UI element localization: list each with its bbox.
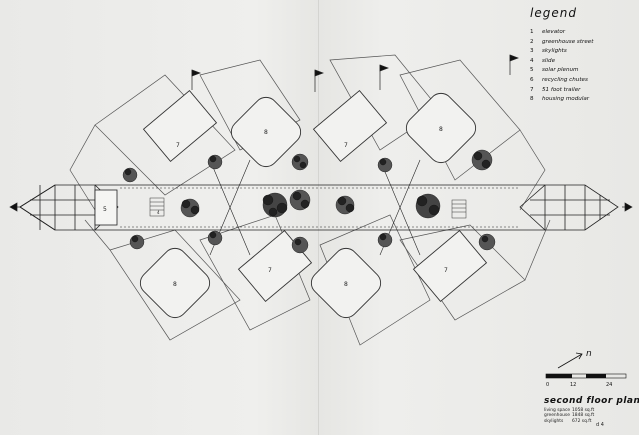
modular-8-mid-bottom bbox=[310, 247, 382, 319]
label-modular-8-a: 8 bbox=[264, 129, 268, 136]
modular-8-left-bottom bbox=[139, 247, 211, 319]
tree-cluster-11 bbox=[207, 230, 223, 246]
label-modular-8-b: 8 bbox=[439, 126, 443, 133]
modular-8-left-top bbox=[230, 96, 302, 168]
tree-cluster-5 bbox=[415, 193, 441, 219]
trees bbox=[122, 149, 496, 254]
scale-label-12: 12 bbox=[570, 382, 576, 388]
scale-label-0: 0 bbox=[546, 382, 549, 388]
modular-8-right-top bbox=[405, 92, 477, 164]
label-trailer-7-d: 7 bbox=[444, 267, 448, 274]
north-label: n bbox=[586, 349, 592, 359]
label-trailer-7-c: 7 bbox=[268, 267, 272, 274]
tree-cluster-9 bbox=[122, 167, 138, 183]
greenhouse-street bbox=[95, 184, 545, 231]
solar-plenum bbox=[94, 189, 118, 226]
title-block: n 0 12 24 second floor plan living space… bbox=[540, 344, 639, 430]
flag-markers bbox=[9, 54, 633, 212]
label-slide-4: 4 bbox=[157, 210, 160, 215]
label-trailer-7-a: 7 bbox=[176, 142, 180, 149]
label-modular-8-c: 8 bbox=[173, 281, 177, 288]
tree-cluster-10 bbox=[129, 234, 145, 250]
scale-label-24: 24 bbox=[606, 382, 612, 388]
plan-title: second floor plan bbox=[544, 396, 639, 406]
tree-cluster-4 bbox=[335, 195, 355, 215]
north-scale-graphic: n 0 12 24 bbox=[545, 349, 627, 388]
tree-cluster-2 bbox=[262, 192, 288, 218]
tree-cluster-14 bbox=[478, 233, 496, 251]
scale-bar bbox=[545, 373, 627, 379]
tree-cluster-3 bbox=[289, 189, 311, 211]
tree-cluster-6 bbox=[471, 149, 493, 171]
tree-cluster-7 bbox=[291, 153, 309, 171]
tree-cluster-8 bbox=[207, 154, 223, 170]
north-arrow-icon bbox=[557, 352, 583, 369]
sheet-number: d 4 bbox=[596, 422, 604, 428]
tree-cluster-1 bbox=[180, 198, 200, 218]
sheet-fold bbox=[318, 0, 320, 435]
label-solar-plenum-5: 5 bbox=[103, 206, 107, 213]
label-trailer-7-b: 7 bbox=[344, 142, 348, 149]
tree-cluster-12 bbox=[291, 236, 309, 254]
trailer-7-left-top bbox=[142, 89, 218, 163]
skylight-grid-right bbox=[519, 184, 619, 231]
legend-title: legend bbox=[530, 6, 577, 20]
tree-cluster-15 bbox=[377, 157, 393, 173]
label-modular-8-d: 8 bbox=[344, 281, 348, 288]
slide-stairs bbox=[149, 197, 467, 219]
outline-left-top bbox=[94, 59, 301, 196]
trailer-7-right-bottom bbox=[412, 229, 488, 303]
trailer-7-mid-top bbox=[312, 89, 388, 163]
tree-cluster-13 bbox=[377, 232, 393, 248]
outline-left-bottom bbox=[109, 214, 311, 341]
